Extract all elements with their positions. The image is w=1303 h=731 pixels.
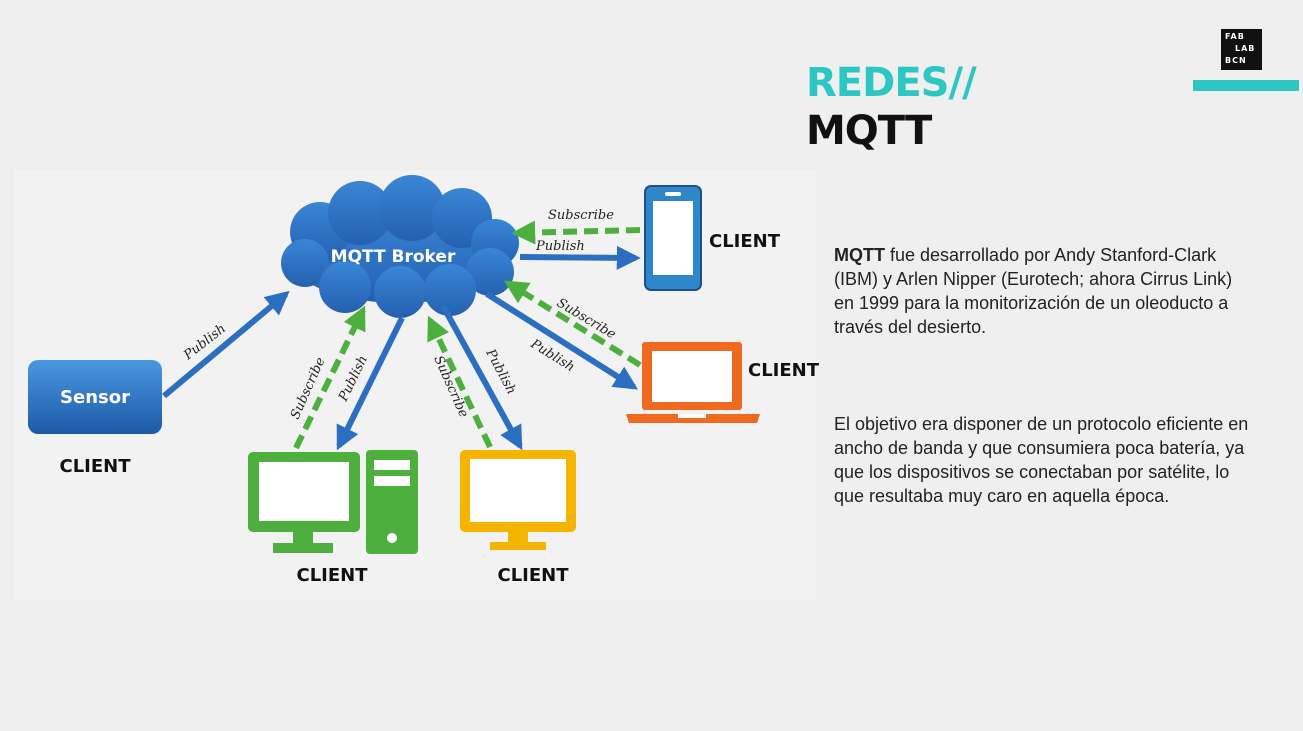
broker-label: MQTT Broker xyxy=(331,247,456,267)
sensor-label: Sensor xyxy=(60,387,130,408)
broker-cloud xyxy=(281,175,519,318)
client-label-sensor: CLIENT xyxy=(59,456,131,477)
publish-arrow-sensor xyxy=(162,290,290,399)
objective-paragraph: El objetivo era disponer de un protocolo… xyxy=(834,414,1249,506)
publish-label-sensor: Publish xyxy=(180,321,228,363)
logo-line-2: LAB xyxy=(1235,44,1256,53)
subscribe-label-phone: Subscribe xyxy=(548,208,614,223)
client-label-monitor: CLIENT xyxy=(497,565,569,586)
publish-arrow-phone xyxy=(519,245,641,270)
publish-label-phone: Publish xyxy=(535,239,585,254)
accent-bar xyxy=(1193,80,1299,91)
publish-arrow-laptop xyxy=(485,291,639,390)
monitor-icon xyxy=(460,450,576,550)
subscribe-arrow-laptop xyxy=(503,280,642,368)
logo-line-1: FAB xyxy=(1225,32,1245,41)
history-paragraph: MQTT fue desarrollado por Andy Stanford-… xyxy=(834,243,1254,339)
fablab-logo: FAB LAB BCN xyxy=(1221,29,1262,70)
mqtt-bold-term: MQTT xyxy=(834,245,885,265)
phone-icon xyxy=(644,185,702,291)
client-label-phone: CLIENT xyxy=(709,231,781,252)
subscribe-arrow-phone xyxy=(511,220,641,245)
subscribe-arrow-desktop xyxy=(293,305,366,450)
publish-arrow-monitor xyxy=(440,304,523,451)
subscribe-arrow-monitor xyxy=(427,315,493,449)
publish-label-laptop: Publish xyxy=(527,336,577,375)
sensor-box xyxy=(28,360,162,434)
slide-title-topic: MQTT xyxy=(806,108,932,154)
client-label-desktop: CLIENT xyxy=(296,565,368,586)
slide-title-section: REDES// xyxy=(806,60,977,106)
client-label-laptop: CLIENT xyxy=(748,360,820,381)
history-text: fue desarrollado por Andy Stanford-Clark… xyxy=(834,245,1233,337)
laptop-icon xyxy=(626,342,760,423)
logo-line-3: BCN xyxy=(1225,56,1247,65)
publish-arrow-desktop xyxy=(336,316,405,451)
desktop-icon xyxy=(248,450,418,554)
